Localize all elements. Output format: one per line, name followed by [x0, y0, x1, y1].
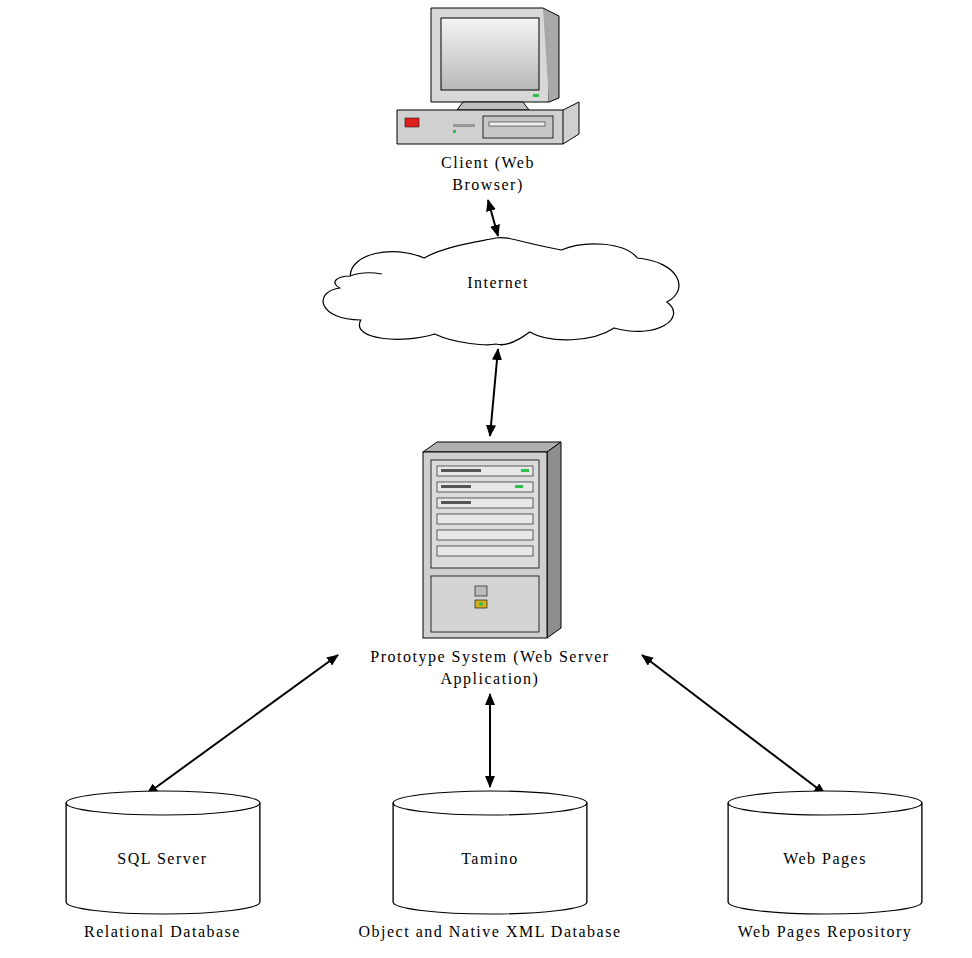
node-label: Web Pages [727, 848, 923, 870]
node-caption: Web Pages Repository [695, 921, 955, 943]
node-caption: Relational Database [30, 921, 295, 943]
connector-arrow [489, 694, 491, 787]
database-cylinder: SQL Server [65, 790, 261, 915]
connector-arrow [642, 655, 825, 794]
database-cylinder-node: SQL ServerRelational Database [30, 790, 295, 943]
node-label: Tamino [392, 848, 588, 870]
database-cylinder: Tamino [392, 790, 588, 915]
internet-cloud-node: Internet [308, 236, 668, 346]
node-caption: Prototype System (Web Server Application… [365, 646, 615, 690]
computer-icon-node: Client (Web Browser) [388, 6, 588, 196]
connector-arrow [147, 655, 338, 794]
database-cylinder-node: TaminoObject and Native XML Database [330, 790, 650, 943]
server-icon [415, 440, 565, 640]
node-caption: Client (Web Browser) [418, 152, 558, 196]
connector-arrow [488, 200, 498, 236]
server-icon-node: Prototype System (Web Server Application… [330, 440, 650, 690]
computer-icon [393, 6, 583, 146]
node-caption: Object and Native XML Database [330, 921, 650, 943]
connector-arrow [490, 349, 498, 436]
node-label: SQL Server [65, 848, 261, 870]
node-label: Internet [308, 272, 688, 294]
database-cylinder-node: Web PagesWeb Pages Repository [695, 790, 955, 943]
internet-cloud: Internet [308, 236, 688, 346]
database-cylinder: Web Pages [727, 790, 923, 915]
